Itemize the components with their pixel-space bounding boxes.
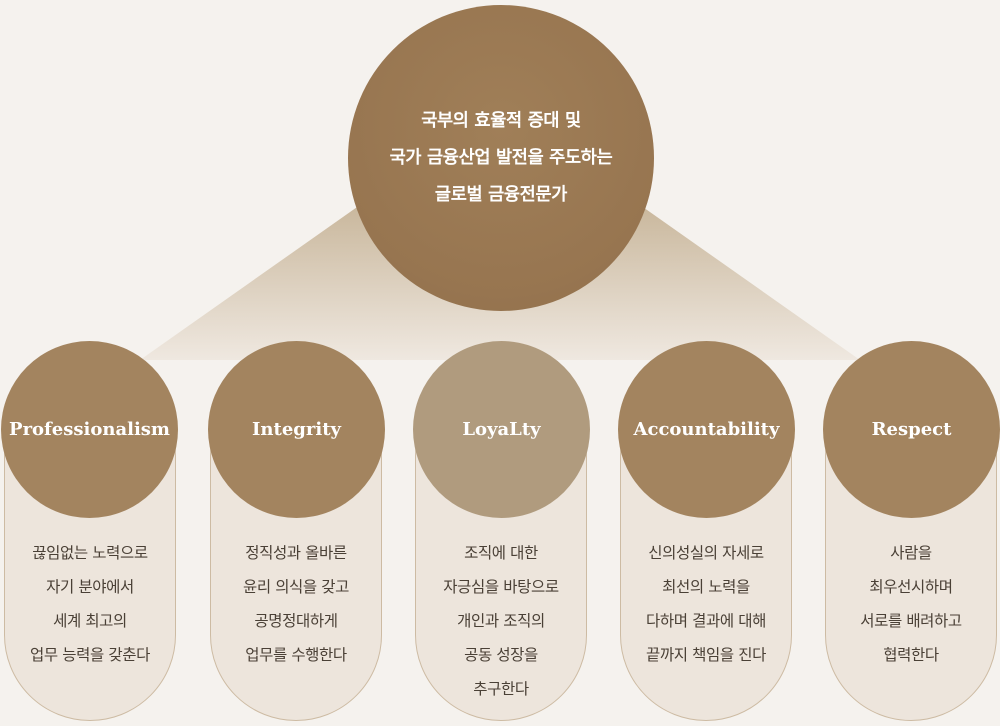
value-desc-loyalty: 조직에 대한 자긍심을 바탕으로 개인과 조직의 공동 성장을 추구한다 xyxy=(415,536,587,706)
desc-line: 최우선시하며 xyxy=(869,578,953,596)
desc-line: 끝까지 책임을 진다 xyxy=(646,646,766,664)
value-desc-accountability: 신의성실의 자세로 최선의 노력을 다하며 결과에 대해 끝까지 책임을 진다 xyxy=(620,536,792,672)
desc-line: 조직에 대한 xyxy=(464,544,538,562)
value-circle-accountability: Accountability xyxy=(618,341,795,518)
vision-circle: 국부의 효율적 증대 및 국가 금융산업 발전을 주도하는 글로벌 금융전문가 xyxy=(348,5,654,311)
desc-line: 추구한다 xyxy=(473,680,529,698)
desc-line: 자긍심을 바탕으로 xyxy=(443,578,559,596)
desc-line: 윤리 의식을 갖고 xyxy=(242,578,350,596)
value-circle-integrity: Integrity xyxy=(208,341,385,518)
desc-line: 서로를 배려하고 xyxy=(860,612,962,630)
desc-line: 신의성실의 자세로 xyxy=(648,544,764,562)
value-title-integrity: Integrity xyxy=(252,419,341,440)
value-circle-professionalism: Professionalism xyxy=(1,341,178,518)
vision-line-2: 국가 금융산업 발전을 주도하는 xyxy=(389,147,613,168)
desc-line: 공명정대하게 xyxy=(254,612,338,630)
value-title-respect: Respect xyxy=(871,419,952,440)
desc-line: 사람을 xyxy=(890,544,932,562)
desc-line: 공동 성장을 xyxy=(464,646,538,664)
vision-line-1: 국부의 효율적 증대 및 xyxy=(421,110,581,131)
desc-line: 개인과 조직의 xyxy=(457,612,545,630)
value-title-loyalty: LoyaLty xyxy=(462,419,541,440)
value-title-professionalism: Professionalism xyxy=(9,419,170,440)
desc-line: 세계 최고의 xyxy=(53,612,127,630)
desc-line: 끊임없는 노력으로 xyxy=(32,544,148,562)
desc-line: 업무 능력을 갖춘다 xyxy=(30,646,150,664)
desc-line: 다하며 결과에 대해 xyxy=(646,612,766,630)
desc-line: 정직성과 올바른 xyxy=(245,544,347,562)
value-circle-loyalty: LoyaLty xyxy=(413,341,590,518)
desc-line: 업무를 수행한다 xyxy=(245,646,347,664)
desc-line: 협력한다 xyxy=(883,646,939,664)
desc-line: 자기 분야에서 xyxy=(46,578,134,596)
value-desc-respect: 사람을 최우선시하며 서로를 배려하고 협력한다 xyxy=(825,536,997,672)
desc-line: 최선의 노력을 xyxy=(662,578,750,596)
value-desc-integrity: 정직성과 올바른 윤리 의식을 갖고 공명정대하게 업무를 수행한다 xyxy=(210,536,382,672)
value-desc-professionalism: 끊임없는 노력으로 자기 분야에서 세계 최고의 업무 능력을 갖춘다 xyxy=(4,536,176,672)
vision-line-3: 글로벌 금융전문가 xyxy=(434,184,568,205)
value-circle-respect: Respect xyxy=(823,341,1000,518)
value-title-accountability: Accountability xyxy=(633,419,780,440)
